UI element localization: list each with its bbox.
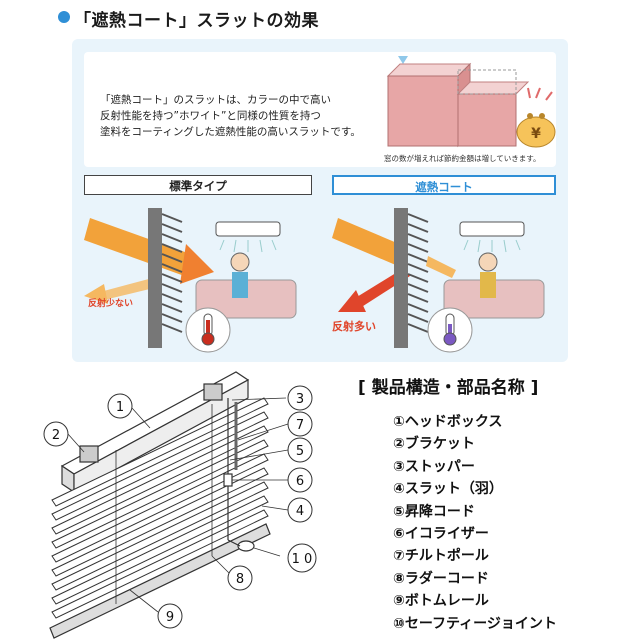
parts-list-item: ①ヘッドボックス xyxy=(393,414,503,430)
cost-box-small xyxy=(457,93,517,147)
parts-list-item: ⑥イコライザー xyxy=(393,525,489,542)
cost-comparison-graphic: ¥ xyxy=(386,56,556,148)
slats xyxy=(51,397,269,619)
purse-icon xyxy=(516,116,556,148)
callout-3 xyxy=(287,385,313,411)
callout-number-5: 5 xyxy=(296,444,304,459)
description-line-2: 反射性能を持つ”ホワイト”と同様の性質を持つ xyxy=(100,110,321,122)
callout-lines xyxy=(67,397,289,613)
parts-list-item: ④スラット（羽） xyxy=(393,481,503,498)
person-icon xyxy=(230,252,250,272)
callout-7 xyxy=(287,411,313,437)
bracket-icon-2 xyxy=(203,383,223,401)
callout-2 xyxy=(43,421,69,447)
reflection-low-label: 反射少ない xyxy=(88,299,134,309)
equalizer xyxy=(223,473,233,487)
callout-number-2: 2 xyxy=(52,428,60,443)
callout-number-1: 1 xyxy=(116,400,124,415)
callout-circles xyxy=(43,385,317,629)
parts-list-item: ⑧ラダーコード xyxy=(393,570,489,587)
blind-structure-diagram xyxy=(49,371,271,639)
title-bullet-icon xyxy=(58,11,70,23)
callout-number-4: 4 xyxy=(296,504,304,519)
reflection-high-label: 反射多い xyxy=(332,320,376,333)
down-arrow-icon xyxy=(398,56,408,64)
cost-box-large xyxy=(387,75,459,147)
reflect-arrow-icon xyxy=(338,290,366,312)
air-conditioner-icon-2 xyxy=(459,221,525,237)
callout-number-6: 6 xyxy=(296,474,304,489)
callout-numbers: 1 2 3 7 5 6 4 8 9 1 0 xyxy=(52,392,312,625)
heat-coat-scene xyxy=(332,208,545,353)
callout-number-10: 1 0 xyxy=(292,552,313,567)
parts-section-title: [ 製品構造・部品名称 ] xyxy=(358,378,539,398)
sunlight-arrow-icon xyxy=(84,218,196,278)
callout-5 xyxy=(287,437,313,463)
yen-symbol: ¥ xyxy=(531,126,541,142)
page-title: 「遮熱コート」スラットの効果 xyxy=(74,11,319,31)
standard-type-scene xyxy=(84,208,297,353)
callout-6 xyxy=(287,467,313,493)
bracket-icon xyxy=(79,445,99,463)
effect-description: 「遮熱コート」のスラットは、カラーの中で高い 反射性能を持つ”ホワイト”と同様の… xyxy=(100,92,361,140)
savings-note: 窓の数が増えれば節約金額は増していきます。 xyxy=(384,154,541,163)
callout-9 xyxy=(157,603,183,629)
callout-number-9: 9 xyxy=(166,610,174,625)
callout-1 xyxy=(107,393,133,419)
description-line-1: 「遮熱コート」のスラットは、カラーの中で高い xyxy=(100,94,331,106)
air-conditioner-icon xyxy=(215,221,281,237)
heat-coat-label: 遮熱コート xyxy=(332,175,556,195)
parts-list-item: ⑩セーフティージョイント xyxy=(393,615,557,632)
callout-number-8: 8 xyxy=(236,572,244,587)
parts-list-item: ②ブラケット xyxy=(393,436,475,453)
callout-number-7: 7 xyxy=(296,418,304,433)
callout-8 xyxy=(227,565,253,591)
person-icon-2 xyxy=(478,252,498,272)
description-line-3: 塗料をコーティングした遮熱性能の高いスラットです。 xyxy=(100,126,361,138)
callout-number-3: 3 xyxy=(296,392,304,407)
standard-type-label: 標準タイプ xyxy=(84,175,312,195)
callout-10 xyxy=(287,543,317,573)
parts-list: ①ヘッドボックス ②ブラケット ③ストッパー ④スラット（羽） ⑤昇降コード ⑥… xyxy=(393,411,557,635)
sunlight-arrow-icon-2 xyxy=(332,218,404,266)
safety-joint xyxy=(237,540,255,552)
parts-list-item: ⑤昇降コード xyxy=(393,503,475,520)
parts-list-item: ⑨ボトムレール xyxy=(393,593,489,610)
parts-list-item: ⑦チルトポール xyxy=(393,548,489,565)
callout-4 xyxy=(287,497,313,523)
parts-list-item: ③ストッパー xyxy=(393,458,475,475)
bottom-rail xyxy=(49,523,271,639)
